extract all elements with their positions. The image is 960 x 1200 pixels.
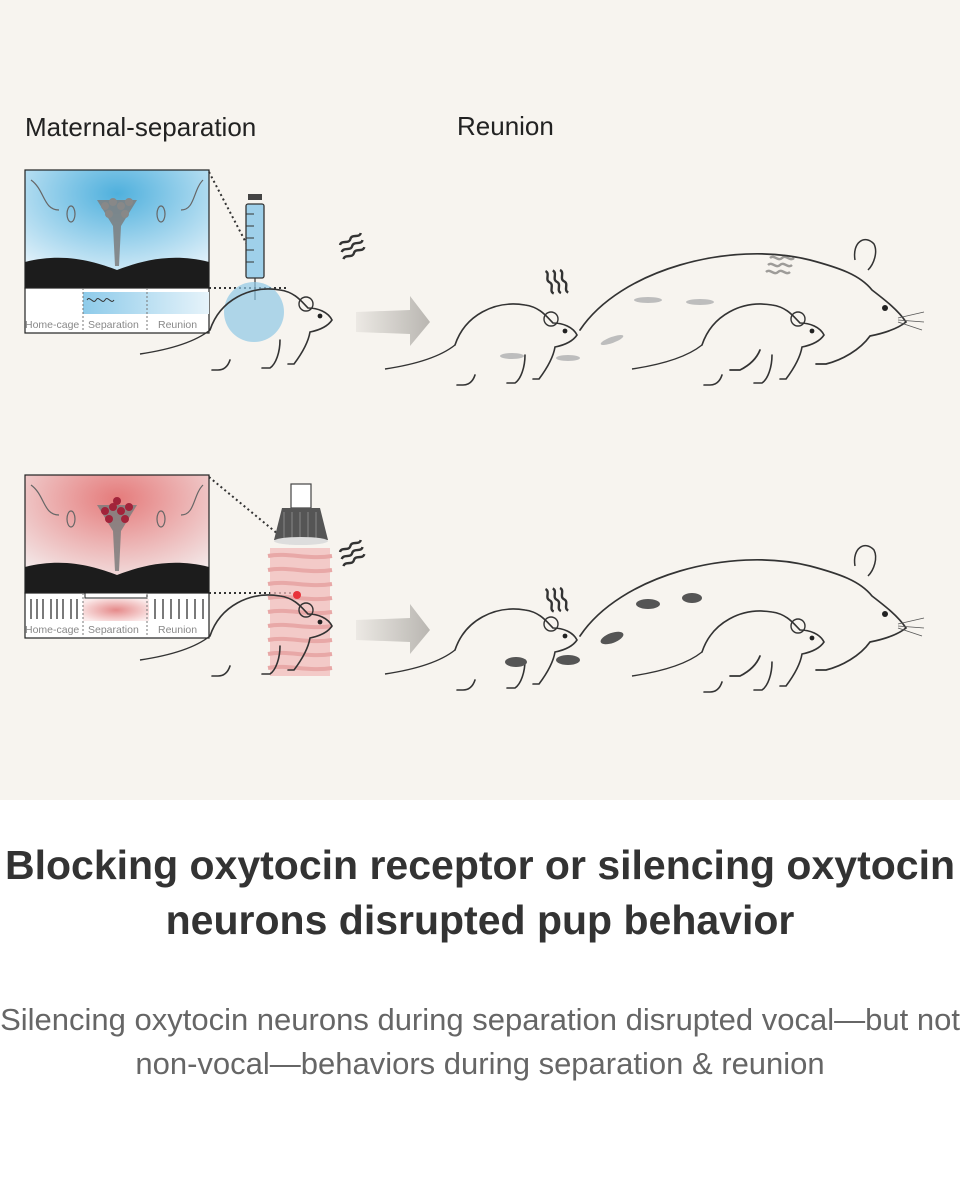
transition-arrow-2 (356, 604, 430, 654)
nest-pup-icon (632, 611, 824, 692)
row-antagonist: Home-cage Separation Reunion (25, 170, 924, 385)
illustration-svg: Home-cage Separation Reunion (0, 0, 960, 800)
illustration-panel: Maternal-separation Reunion (0, 0, 960, 800)
led-lamp-icon (274, 484, 328, 545)
row-optogenetic: Home-cage Separation Reunion (25, 475, 924, 692)
timeline-label-reunion: Reunion (158, 319, 197, 331)
light-target (293, 591, 301, 599)
reunion-call-icon (544, 584, 569, 616)
timeline-optogenetic: Home-cage Separation Reunion (25, 593, 209, 638)
nest-pup-icon (632, 304, 824, 385)
subheadline: Silencing oxytocin neurons during separa… (0, 998, 960, 1086)
adult-response-icon (766, 257, 794, 273)
headline: Blocking oxytocin receptor or silencing … (0, 838, 960, 948)
timeline-label-separation: Separation (88, 319, 139, 331)
movement-trail (505, 593, 702, 667)
timeline-antagonist: Home-cage Separation Reunion (25, 288, 209, 333)
timeline-label-homecage: Home-cage (25, 319, 79, 331)
timeline-label-homecage: Home-cage (25, 624, 79, 636)
transition-arrow-1 (356, 296, 430, 346)
ultrasonic-call-icon (336, 232, 368, 260)
ultrasonic-call-icon (336, 539, 368, 567)
timeline-label-reunion: Reunion (158, 624, 197, 636)
brain-inset-antagonist (25, 170, 209, 288)
timeline-label-separation: Separation (88, 624, 139, 636)
reunion-call-icon (544, 266, 569, 298)
brain-inset-optogenetic (25, 475, 209, 593)
